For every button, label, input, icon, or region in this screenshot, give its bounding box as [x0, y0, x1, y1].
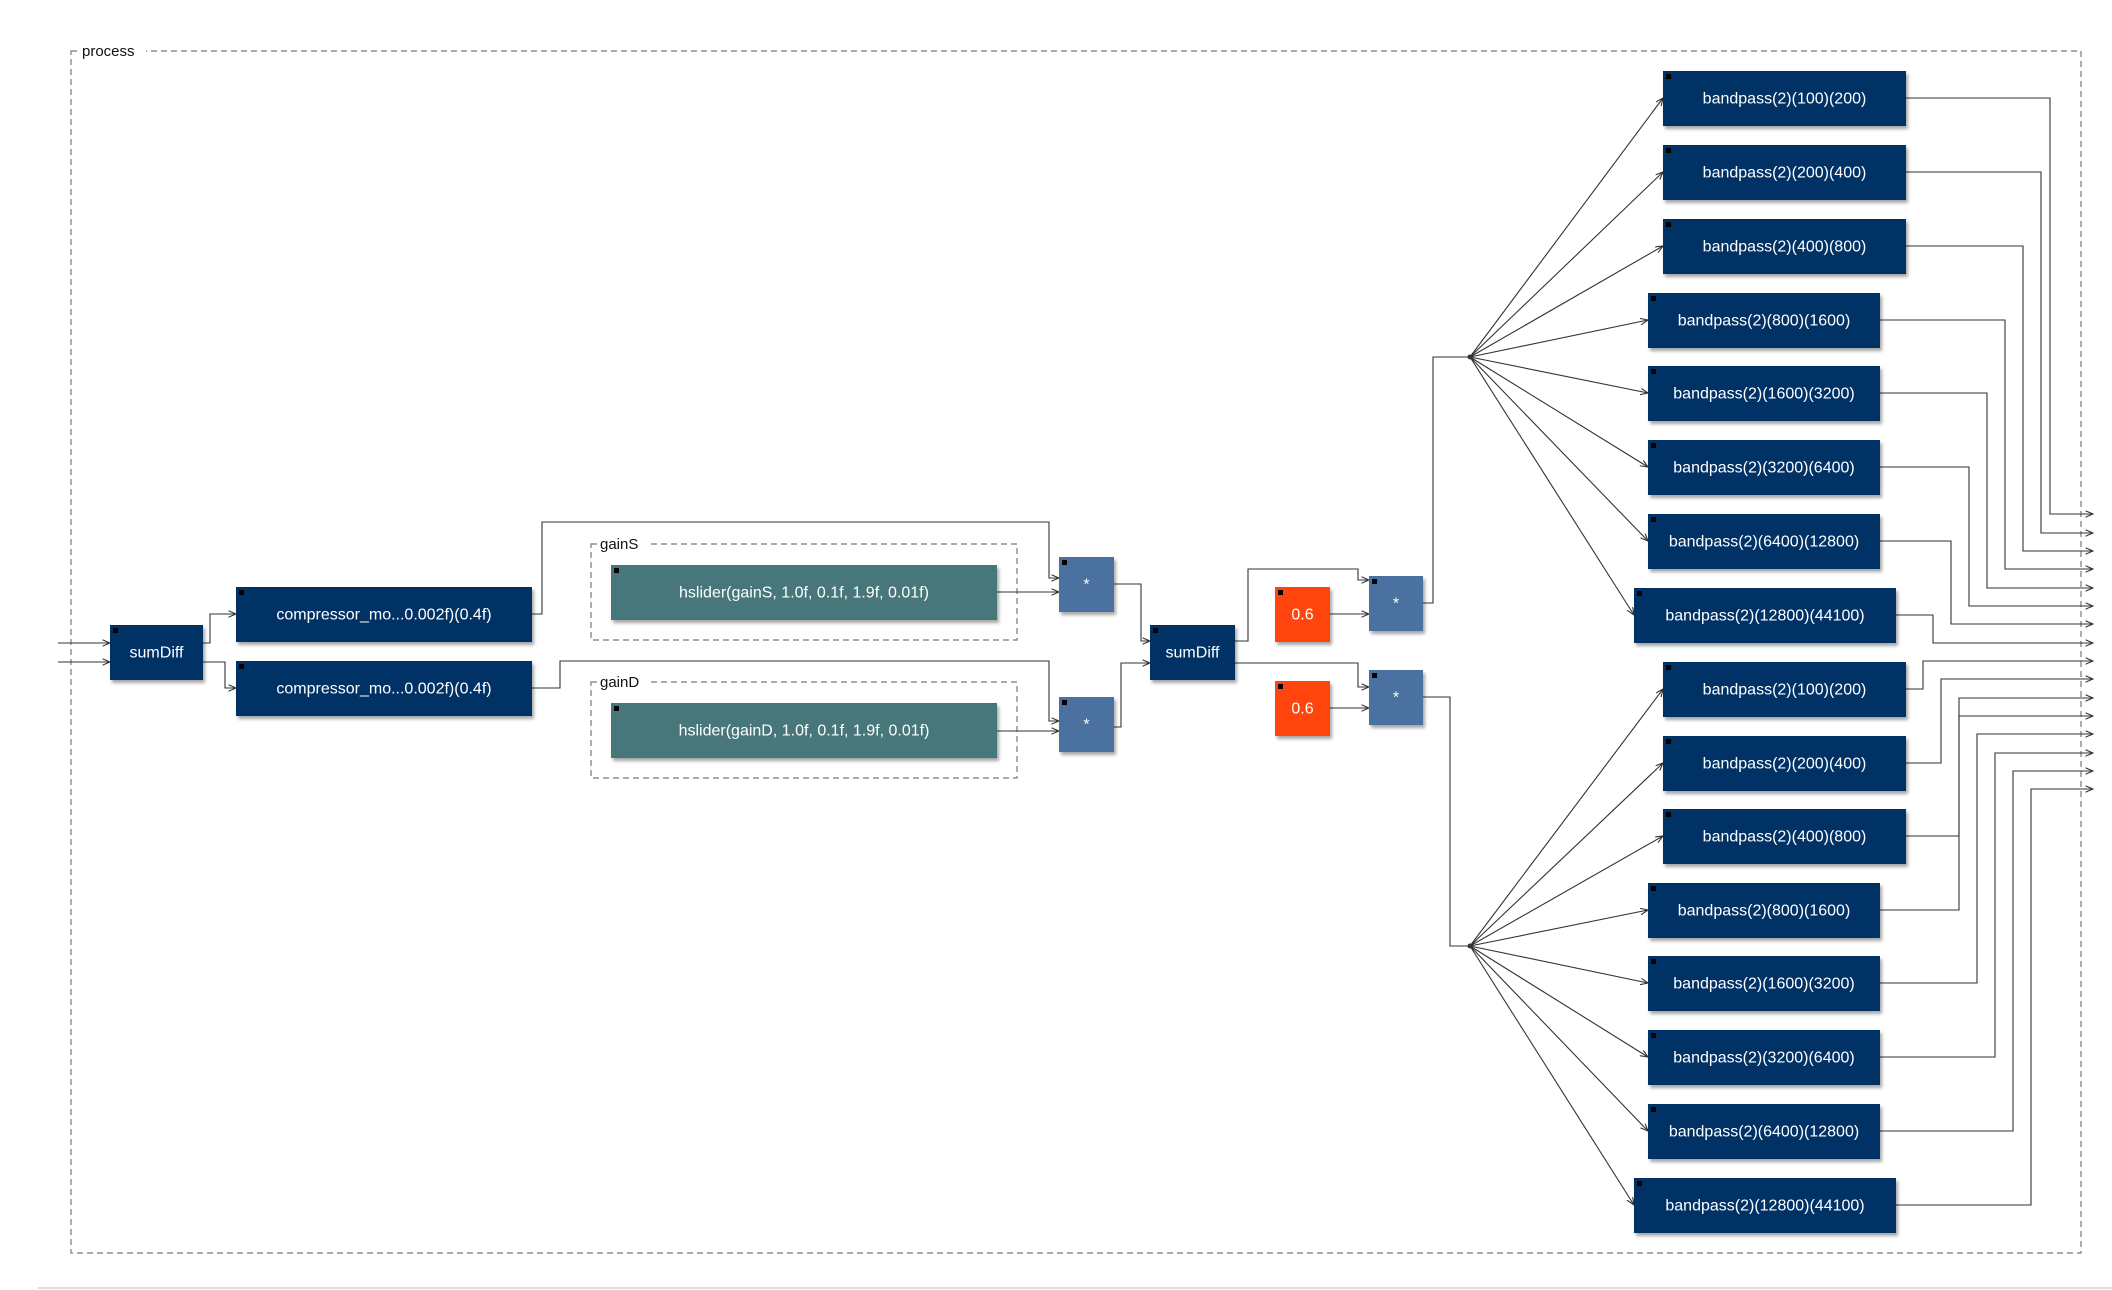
constant-top-block[interactable]: 0.6: [1275, 587, 1330, 642]
multiply-bottom-block[interactable]: *: [1369, 670, 1423, 725]
bandpass-top-block-1-marker: [1666, 74, 1671, 79]
bandpass-bottom-block-2[interactable]: bandpass(2)(200)(400): [1663, 736, 1906, 791]
compressor-bottom-block-label: compressor_mo...0.002f)(0.4f): [276, 681, 491, 698]
bandpass-bottom-block-8[interactable]: bandpass(2)(12800)(44100): [1634, 1178, 1896, 1233]
split-node-top: [1467, 354, 1473, 360]
multiply-bottom-block-marker: [1372, 673, 1377, 678]
bandpass-bottom-block-3[interactable]: bandpass(2)(400)(800): [1663, 809, 1906, 864]
bandpass-top-block-6[interactable]: bandpass(2)(3200)(6400): [1648, 440, 1880, 495]
bandpass-bottom-block-6-label: bandpass(2)(3200)(6400): [1673, 1050, 1854, 1067]
bandpass-bottom-block-5[interactable]: bandpass(2)(1600)(3200): [1648, 956, 1880, 1011]
compressor-top-block-label: compressor_mo...0.002f)(0.4f): [276, 607, 491, 624]
hslider-gainD-block-label: hslider(gainD, 1.0f, 0.1f, 1.9f, 0.01f): [679, 723, 930, 740]
sumdiff-input-block-marker: [113, 628, 118, 633]
bandpass-top-block-7[interactable]: bandpass(2)(6400)(12800): [1648, 514, 1880, 569]
compressor-top-block[interactable]: compressor_mo...0.002f)(0.4f): [236, 587, 532, 642]
bandpass-bottom-block-5-marker: [1651, 959, 1656, 964]
bandpass-bottom-block-2-label: bandpass(2)(200)(400): [1703, 756, 1867, 773]
sumdiff-mid-block[interactable]: sumDiff: [1150, 625, 1235, 680]
bandpass-top-block-1[interactable]: bandpass(2)(100)(200): [1663, 71, 1906, 126]
constant-top-block-marker: [1278, 590, 1283, 595]
bandpass-top-block-7-marker: [1651, 517, 1656, 522]
bandpass-bottom-block-6[interactable]: bandpass(2)(3200)(6400): [1648, 1030, 1880, 1085]
wires: [58, 98, 2093, 1205]
bandpass-top-block-2[interactable]: bandpass(2)(200)(400): [1663, 145, 1906, 200]
compressor-top-block-marker: [239, 590, 244, 595]
multiply-bottom-block-label: *: [1393, 690, 1399, 707]
compressor-bottom-block-marker: [239, 664, 244, 669]
hslider-gainD-block-marker: [614, 706, 619, 711]
gainS-group-label: gainS: [600, 536, 638, 553]
gainD-group-label: gainD: [600, 674, 639, 691]
bandpass-top-block-3-label: bandpass(2)(400)(800): [1703, 239, 1867, 256]
bandpass-bottom-block-7-label: bandpass(2)(6400)(12800): [1669, 1124, 1859, 1141]
bandpass-bottom-block-3-label: bandpass(2)(400)(800): [1703, 829, 1867, 846]
constant-bottom-block[interactable]: 0.6: [1275, 681, 1330, 736]
bandpass-bottom-block-1-marker: [1666, 665, 1671, 670]
bandpass-bottom-block-7[interactable]: bandpass(2)(6400)(12800): [1648, 1104, 1880, 1159]
bandpass-top-block-2-marker: [1666, 148, 1671, 153]
bandpass-bottom-block-1[interactable]: bandpass(2)(100)(200): [1663, 662, 1906, 717]
gainD-group-frame: [590, 681, 1018, 779]
process-frame: [70, 50, 2082, 1254]
multiply-gainD-block-marker: [1062, 700, 1067, 705]
bandpass-top-block-8-label: bandpass(2)(12800)(44100): [1665, 608, 1864, 625]
multiply-gainS-block-label: *: [1083, 577, 1089, 594]
multiply-top-block-marker: [1372, 579, 1377, 584]
bandpass-top-block-4-marker: [1651, 296, 1656, 301]
multiply-gainS-block-marker: [1062, 560, 1067, 565]
multiply-gainD-block[interactable]: *: [1059, 697, 1114, 752]
sumdiff-mid-block-label: sumDiff: [1166, 645, 1220, 662]
multiply-top-block[interactable]: *: [1369, 576, 1423, 631]
sumdiff-mid-block-marker: [1153, 628, 1158, 633]
bandpass-top-block-3-marker: [1666, 222, 1671, 227]
bandpass-bottom-block-4[interactable]: bandpass(2)(800)(1600): [1648, 883, 1880, 938]
constant-bottom-block-marker: [1278, 684, 1283, 689]
hslider-gainS-block[interactable]: hslider(gainS, 1.0f, 0.1f, 1.9f, 0.01f): [611, 565, 997, 620]
multiply-gainS-block[interactable]: *: [1059, 557, 1114, 612]
bandpass-top-block-1-label: bandpass(2)(100)(200): [1703, 91, 1867, 108]
bandpass-top-block-7-label: bandpass(2)(6400)(12800): [1669, 534, 1859, 551]
hslider-gainS-block-marker: [614, 568, 619, 573]
bandpass-bottom-block-6-marker: [1651, 1033, 1656, 1038]
bandpass-bottom-block-2-marker: [1666, 739, 1671, 744]
sumdiff-input-block[interactable]: sumDiff: [110, 625, 203, 680]
bandpass-bottom-block-1-label: bandpass(2)(100)(200): [1703, 682, 1867, 699]
bandpass-top-block-8-marker: [1637, 591, 1642, 596]
bandpass-bottom-block-8-label: bandpass(2)(12800)(44100): [1665, 1198, 1864, 1215]
bandpass-top-block-8[interactable]: bandpass(2)(12800)(44100): [1634, 588, 1896, 643]
bandpass-top-block-6-marker: [1651, 443, 1656, 448]
bandpass-top-block-5-marker: [1651, 369, 1656, 374]
bandpass-bottom-block-4-label: bandpass(2)(800)(1600): [1678, 903, 1851, 920]
bandpass-top-block-2-label: bandpass(2)(200)(400): [1703, 165, 1867, 182]
hslider-gainD-block[interactable]: hslider(gainD, 1.0f, 0.1f, 1.9f, 0.01f): [611, 703, 997, 758]
bandpass-top-block-4-label: bandpass(2)(800)(1600): [1678, 313, 1851, 330]
hslider-gainS-block-label: hslider(gainS, 1.0f, 0.1f, 1.9f, 0.01f): [679, 585, 929, 602]
bandpass-top-block-3[interactable]: bandpass(2)(400)(800): [1663, 219, 1906, 274]
constant-bottom-block-label: 0.6: [1291, 701, 1313, 718]
split-node-bottom: [1467, 943, 1473, 949]
compressor-bottom-block[interactable]: compressor_mo...0.002f)(0.4f): [236, 661, 532, 716]
bandpass-top-block-5-label: bandpass(2)(1600)(3200): [1673, 386, 1854, 403]
bandpass-bottom-block-4-marker: [1651, 886, 1656, 891]
bandpass-top-block-5[interactable]: bandpass(2)(1600)(3200): [1648, 366, 1880, 421]
blocks-layer: sumDiffcompressor_mo...0.002f)(0.4f)comp…: [110, 71, 1906, 1233]
multiply-gainD-block-label: *: [1083, 717, 1089, 734]
constant-top-block-label: 0.6: [1291, 607, 1313, 624]
process-label: process: [82, 43, 135, 60]
bandpass-bottom-block-5-label: bandpass(2)(1600)(3200): [1673, 976, 1854, 993]
sumdiff-input-block-label: sumDiff: [130, 645, 184, 662]
bandpass-bottom-block-7-marker: [1651, 1107, 1656, 1112]
multiply-top-block-label: *: [1393, 596, 1399, 613]
bandpass-bottom-block-3-marker: [1666, 812, 1671, 817]
bandpass-top-block-6-label: bandpass(2)(3200)(6400): [1673, 460, 1854, 477]
bandpass-top-block-4[interactable]: bandpass(2)(800)(1600): [1648, 293, 1880, 348]
bandpass-bottom-block-8-marker: [1637, 1181, 1642, 1186]
